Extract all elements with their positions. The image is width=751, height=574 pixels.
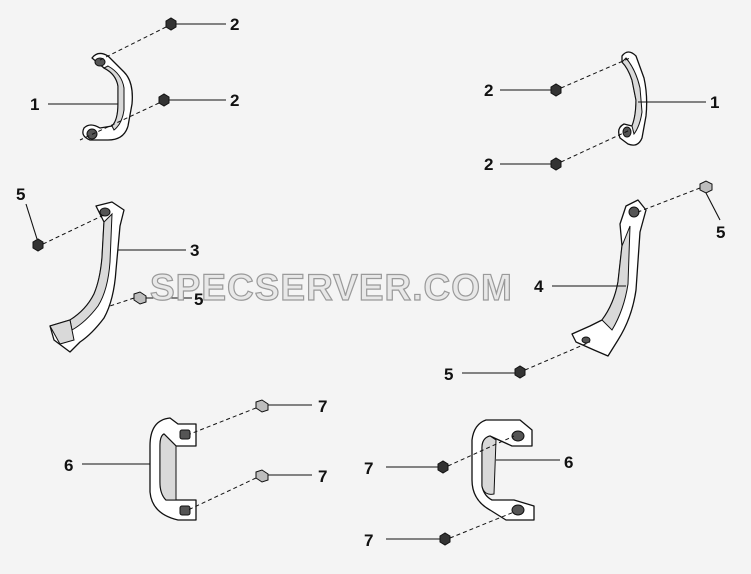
callout-7: 7 [364,531,373,550]
callout-6: 6 [64,456,73,475]
fastener-5-left-upper [32,238,44,252]
fastener-5-left-lower [133,291,147,305]
callout-5: 5 [716,223,725,242]
callout-5: 5 [16,185,25,204]
callout-5: 5 [444,365,453,384]
assembly-line [187,477,257,511]
callout-7: 7 [364,459,373,478]
assembly-line [189,407,257,435]
fastener-2-top-left-upper [165,17,177,31]
assembly-line [99,26,167,61]
callout-4: 4 [534,277,544,296]
fastener-2-top-right-lower [550,157,562,171]
leader-line [25,203,38,240]
fastener-5-right-upper [699,180,713,194]
assembly-line [637,187,701,213]
fastener-2-top-left-lower [158,93,170,107]
assembly-line [560,57,631,89]
grab-bar-part-3 [49,201,125,353]
fastener-7-left-lower [255,469,269,483]
callout-2: 2 [484,155,493,174]
assembly-line [42,213,107,245]
assembly-line [560,129,631,163]
callout-7: 7 [318,467,327,486]
callout-7: 7 [318,397,327,416]
callout-6: 6 [564,453,573,472]
fastener-7-right-lower [439,532,451,546]
fastener-7-right-upper [437,460,449,474]
callout-2: 2 [230,15,239,34]
fastener-2-top-right-upper [550,83,562,97]
callout-3: 3 [190,241,199,260]
fastener-5-right-lower [514,365,526,379]
handle-part-6-right [471,419,535,521]
assembly-line [447,435,515,467]
assembly-line [79,102,160,141]
watermark-text: SPECSERVER.COM [150,267,513,308]
assembly-line [109,297,135,307]
grab-bar-part-4 [571,199,647,357]
assembly-line [524,341,591,371]
callout-5: 5 [194,290,203,309]
callout-1: 1 [30,95,39,114]
callout-1: 1 [710,93,719,112]
handle-part-1-left [82,52,133,141]
callout-2: 2 [230,91,239,110]
leader-line [705,192,721,221]
handle-part-1-right [618,51,648,146]
handle-part-6-left [149,417,197,521]
assembly-line [449,511,515,539]
callout-2: 2 [484,81,493,100]
fastener-7-left-upper [255,399,269,413]
